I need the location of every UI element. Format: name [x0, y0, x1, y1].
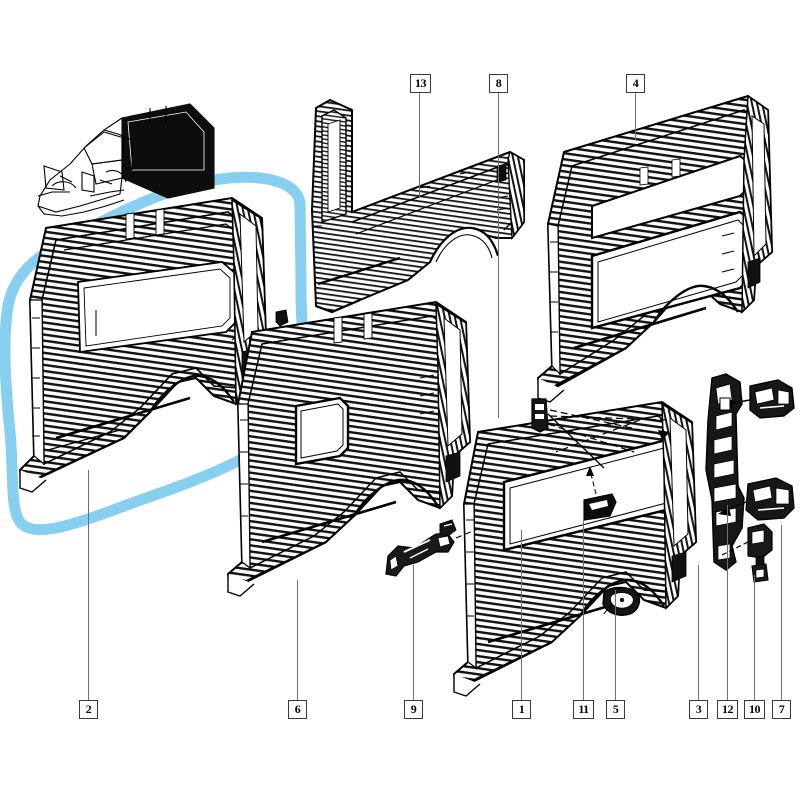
callout-leader-8 — [498, 93, 499, 418]
part-12-upper-latch-striker — [719, 379, 795, 419]
callout-box-6[interactable]: 6 — [288, 700, 307, 719]
callout-leader-3 — [698, 565, 699, 700]
callout-box-12[interactable]: 12 — [717, 700, 738, 719]
callout-leader-9 — [413, 565, 414, 700]
part-9-reinforcement-bracket — [385, 527, 481, 577]
part-3-rear-pillar-reinforcement — [705, 373, 745, 571]
callout-leader-5 — [615, 590, 616, 700]
callout-box-11[interactable]: 11 — [573, 700, 594, 719]
callout-leader-12 — [727, 505, 728, 700]
callout-box-7[interactable]: 7 — [772, 700, 791, 719]
part-6-panel-with-square-window — [226, 300, 472, 597]
callout-box-2[interactable]: 2 — [79, 700, 98, 719]
callout-box-10[interactable]: 10 — [744, 700, 765, 719]
callout-leader-7 — [781, 525, 782, 700]
callout-leader-13 — [419, 93, 420, 198]
callout-leader-6 — [297, 580, 298, 700]
callout-leader-11 — [583, 500, 584, 700]
callout-leader-2 — [88, 470, 89, 700]
part-7-latch-catch-parts — [719, 523, 773, 583]
part-4-quarter-panel-with-window — [536, 94, 774, 403]
callout-box-8[interactable]: 8 — [489, 74, 508, 93]
callout-box-13[interactable]: 13 — [410, 74, 431, 93]
callout-leader-4 — [635, 93, 636, 140]
part-10-lower-latch-striker — [718, 477, 795, 521]
vehicle-body-thumbnail — [37, 103, 215, 217]
part-11-upper-rail-clip — [531, 398, 670, 469]
panel-1-front-mount-bracket — [439, 519, 457, 537]
callout-box-5[interactable]: 5 — [606, 700, 625, 719]
callout-box-3[interactable]: 3 — [689, 700, 708, 719]
callout-box-9[interactable]: 9 — [404, 700, 423, 719]
part-1-panel-with-long-window — [452, 400, 698, 697]
callout-box-4[interactable]: 4 — [626, 74, 645, 93]
callout-leader-10 — [754, 575, 755, 700]
part-13-lower-side-panel — [310, 98, 525, 314]
part-5-fuel-filler-flap — [602, 586, 641, 616]
callout-leader-1 — [521, 530, 522, 700]
callout-box-1[interactable]: 1 — [512, 700, 531, 719]
